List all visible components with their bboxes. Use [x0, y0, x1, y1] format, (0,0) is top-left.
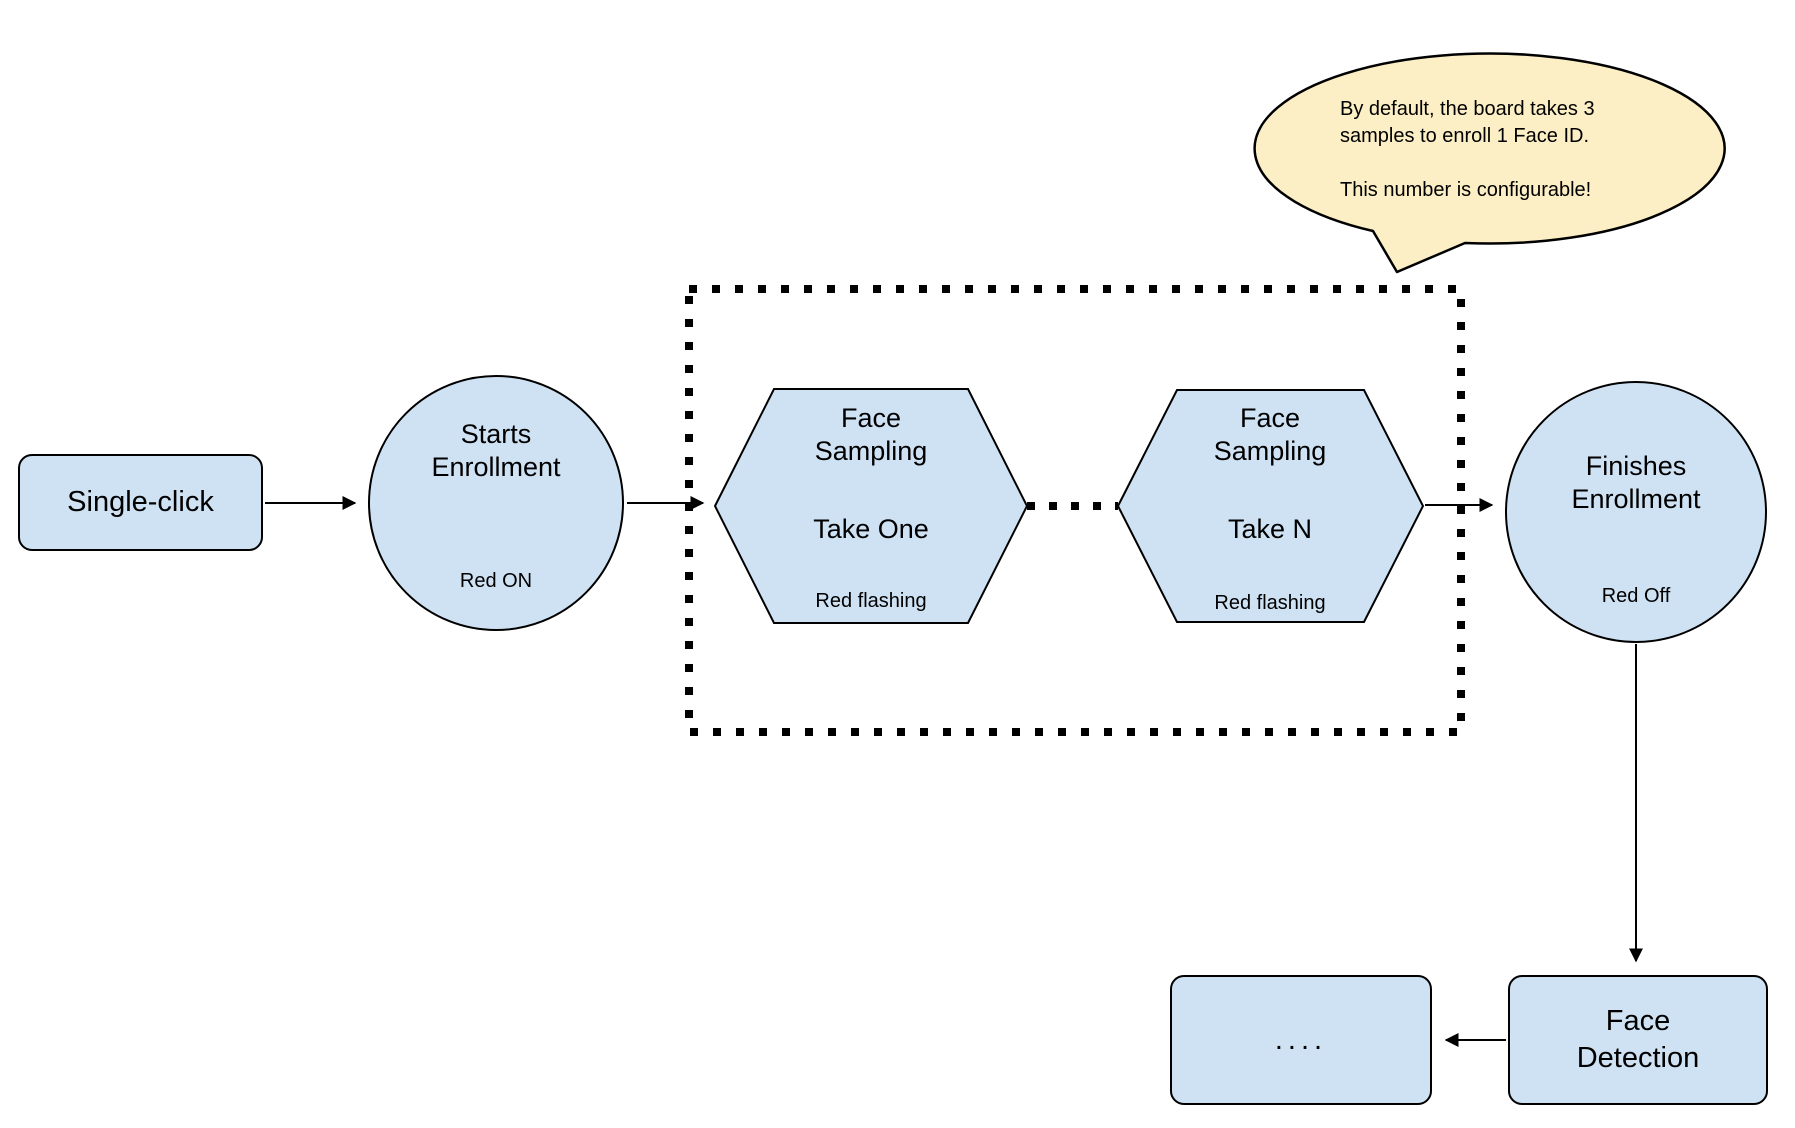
face-sampling-n-take: Take N — [1227, 514, 1313, 544]
node-ellipsis: .... — [1170, 975, 1432, 1105]
face-sampling-n-title: Face Sampling — [1213, 403, 1327, 466]
callout-bubble — [1253, 52, 1726, 274]
callout-text: By default, the board takes 3 samples to… — [1340, 98, 1595, 201]
finishes-enrollment-title: Finishes Enrollment — [1571, 451, 1701, 514]
sampling-group-dotted-border — [685, 285, 1465, 736]
ellipsis-label: .... — [1274, 1023, 1328, 1056]
node-face-detection: Face Detection — [1508, 975, 1768, 1105]
single-click-label: Single-click — [67, 486, 214, 518]
face-sampling-n-status: Red flashing — [1214, 592, 1326, 614]
finishes-enrollment-circle — [1505, 381, 1767, 643]
finishes-enrollment-status: Red Off — [1601, 585, 1671, 607]
starts-enrollment-circle — [368, 375, 624, 631]
face-sampling-one-title: Face Sampling — [814, 403, 928, 466]
face-sampling-one-take: Take One — [813, 514, 929, 544]
starts-enrollment-status: Red ON — [459, 570, 533, 592]
face-sampling-one-status: Red flashing — [815, 590, 927, 612]
starts-enrollment-title: Starts Enrollment — [431, 419, 561, 482]
node-single-click: Single-click — [18, 454, 263, 551]
face-detection-label: Face Detection — [1576, 1005, 1700, 1074]
face-sampling-n-hexagon — [1116, 389, 1425, 623]
